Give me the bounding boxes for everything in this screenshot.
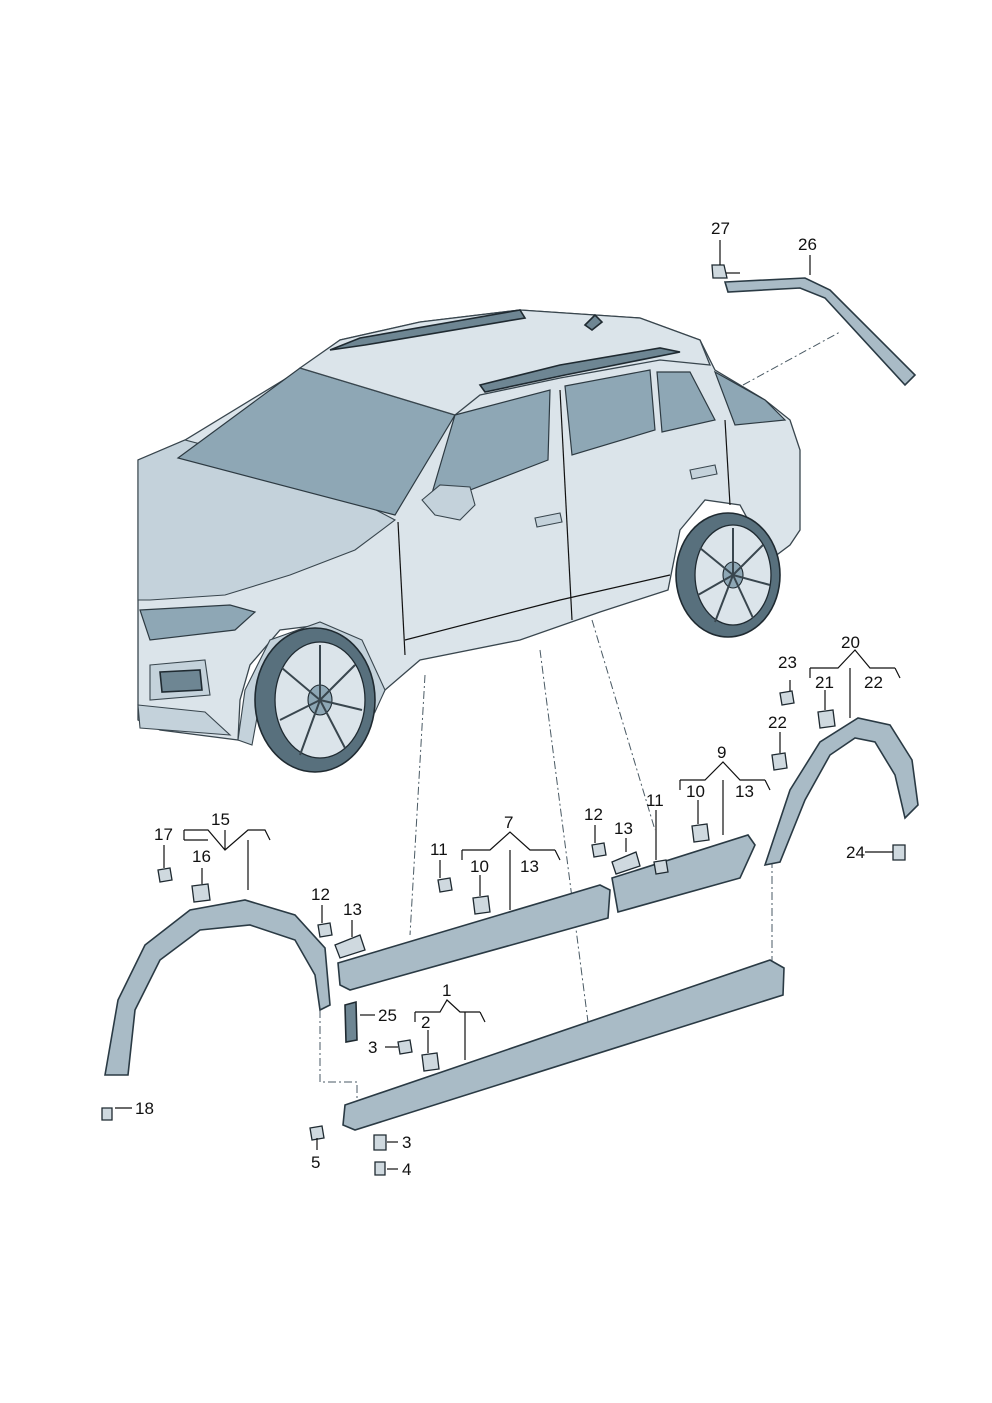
part-1-sill-panel — [342, 959, 785, 1131]
reference-lines — [319, 331, 841, 1115]
front-wheel — [254, 627, 376, 773]
label-22b: 22 — [768, 713, 787, 732]
label-10a: 10 — [470, 857, 489, 876]
label-3a: 3 — [368, 1038, 377, 1057]
label-11b: 11 — [646, 791, 664, 810]
leader-lines — [115, 240, 901, 1170]
label-24: 24 — [846, 843, 865, 862]
label-17: 17 — [154, 825, 173, 844]
part-20-rear-arch-trim — [763, 717, 919, 867]
label-23: 23 — [778, 653, 797, 672]
label-13d: 13 — [735, 782, 754, 801]
rear-side-window — [564, 369, 656, 456]
clip-24 — [892, 844, 906, 861]
clip-18 — [101, 1107, 113, 1121]
clip-11a — [437, 877, 453, 893]
clip-3b — [373, 1134, 387, 1151]
label-18: 18 — [135, 1099, 154, 1118]
fasteners — [101, 690, 906, 1176]
label-3b: 3 — [402, 1133, 411, 1152]
clip-21 — [817, 709, 836, 729]
label-16: 16 — [192, 847, 211, 866]
part-27-clip — [711, 264, 728, 279]
label-21: 21 — [815, 673, 834, 692]
part-number-labels: 27 26 15 17 16 18 12 13 11 7 10 13 12 13… — [135, 219, 883, 1179]
clip-3a — [397, 1039, 413, 1055]
clip-11b — [653, 859, 669, 875]
label-7: 7 — [504, 813, 513, 832]
label-26: 26 — [798, 235, 817, 254]
label-20: 20 — [841, 633, 860, 652]
label-5: 5 — [311, 1153, 320, 1172]
label-13b: 13 — [520, 857, 539, 876]
clip-22 — [771, 752, 788, 771]
label-22a: 22 — [864, 673, 883, 692]
label-2: 2 — [421, 1013, 430, 1032]
label-11a: 11 — [430, 840, 448, 859]
part-13-bracket-rear — [611, 851, 641, 875]
label-12a: 12 — [311, 885, 330, 904]
clip-17 — [157, 867, 173, 883]
clip-16 — [191, 883, 211, 903]
side-mirror — [421, 484, 476, 521]
part-15-front-arch-trim — [104, 899, 331, 1076]
label-4: 4 — [402, 1160, 411, 1179]
clip-10b — [691, 823, 710, 843]
rear-wheel — [675, 512, 781, 638]
clip-5 — [309, 1125, 325, 1141]
label-25: 25 — [378, 1006, 397, 1025]
clip-2 — [421, 1052, 440, 1072]
label-1: 1 — [442, 981, 451, 1000]
clip-23 — [779, 690, 795, 706]
clip-10a — [472, 895, 491, 915]
part-25-seal-strip — [344, 1000, 358, 1043]
part-9-rear-door-trim — [611, 834, 756, 914]
label-12b: 12 — [584, 805, 603, 824]
front-side-window — [429, 389, 551, 501]
clip-12a — [317, 922, 333, 938]
part-7-front-door-trim — [337, 884, 611, 991]
label-10b: 10 — [686, 782, 705, 801]
part-26-roof-trim — [723, 277, 917, 387]
rear-quarter-window — [656, 371, 716, 433]
clip-4 — [374, 1161, 386, 1176]
part-13-bracket-front — [334, 934, 366, 959]
label-13a: 13 — [343, 900, 362, 919]
label-13c: 13 — [614, 819, 633, 838]
label-15: 15 — [211, 810, 230, 829]
label-9: 9 — [717, 743, 726, 762]
label-27: 27 — [711, 219, 730, 238]
clip-12b — [591, 842, 607, 858]
